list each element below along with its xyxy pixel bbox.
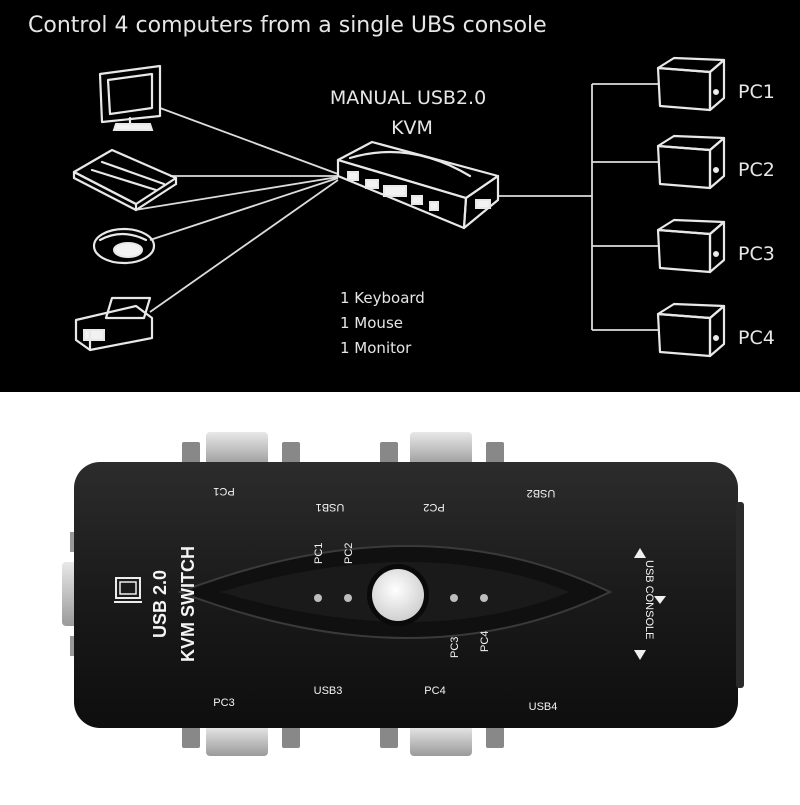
diagram-title: Control 4 computers from a single UBS co… [28,13,547,38]
keyboard-icon [72,148,178,212]
pc4-tower-icon [656,302,726,358]
led-pc3 [450,594,458,602]
pc1-label: PC1 [738,81,775,103]
mouse-cable [149,177,339,241]
kvm-device-sketch [336,140,500,230]
product-title-line2: KVM SWITCH [178,546,198,662]
usb-console-label: USB CONSOLE [643,560,655,639]
product-photo: USB 2.0 KVM SWITCH PC1 USB1 PC2 USB2 PC3… [0,392,800,800]
switch-button[interactable] [372,569,424,621]
port-label-pc2: PC2 [423,501,444,513]
pc1-tower-icon [656,56,726,112]
port-label-usb4: USB4 [529,701,558,713]
vga-port-pc2-connector [380,432,504,466]
kvm-label-line2: KVM [391,117,433,139]
led-label-pc4: PC4 [479,631,491,652]
monitor-icon [114,577,142,603]
aux-cable [134,176,339,211]
vga-port-pc4-connector [380,726,504,756]
led-pc1 [314,594,322,602]
right-end-cap [736,502,744,688]
monitor-icon [98,64,162,131]
printer-cable [149,179,339,313]
console-device-keyboard: 1 Keyboard [340,289,425,307]
arrow-up-icon [634,548,646,558]
port-label-usb2: USB2 [527,487,556,499]
port-label-pc4: PC4 [424,685,445,697]
pc3-tower-icon [656,218,726,274]
led-label-pc1: PC1 [313,543,325,564]
port-label-pc3: PC3 [213,697,234,709]
kvm-label-line1: MANUAL USB2.0 [330,87,486,109]
monitor-cable [159,107,339,175]
kvm-switch-illustration: USB 2.0 KVM SWITCH PC1 USB1 PC2 USB2 PC3… [62,432,744,756]
arrow-down-icon [654,596,666,604]
vga-port-pc1-connector [182,432,300,466]
product-title-line1: USB 2.0 [150,570,170,638]
console-device-mouse: 1 Mouse [340,314,403,332]
led-label-pc2: PC2 [343,543,355,564]
vga-port-pc3-connector [182,726,300,756]
diagram-canvas: Control 4 computers from a single UBS co… [28,13,775,358]
pc2-tower-icon [656,134,726,190]
pc4-label: PC4 [738,327,775,349]
connection-diagram: Control 4 computers from a single UBS co… [0,0,800,392]
led-pc2 [344,594,352,602]
printer-icon [74,296,154,352]
console-device-monitor: 1 Monitor [340,339,412,357]
led-label-pc3: PC3 [449,637,461,658]
mouse-icon [92,227,156,265]
led-pc4 [480,594,488,602]
port-label-usb1: USB1 [316,501,345,513]
pc2-label: PC2 [738,159,775,181]
arrow-down-icon-bottom [634,650,646,660]
port-label-pc1: PC1 [213,485,234,497]
port-label-usb3: USB3 [314,685,343,697]
pc3-label: PC3 [738,243,775,265]
